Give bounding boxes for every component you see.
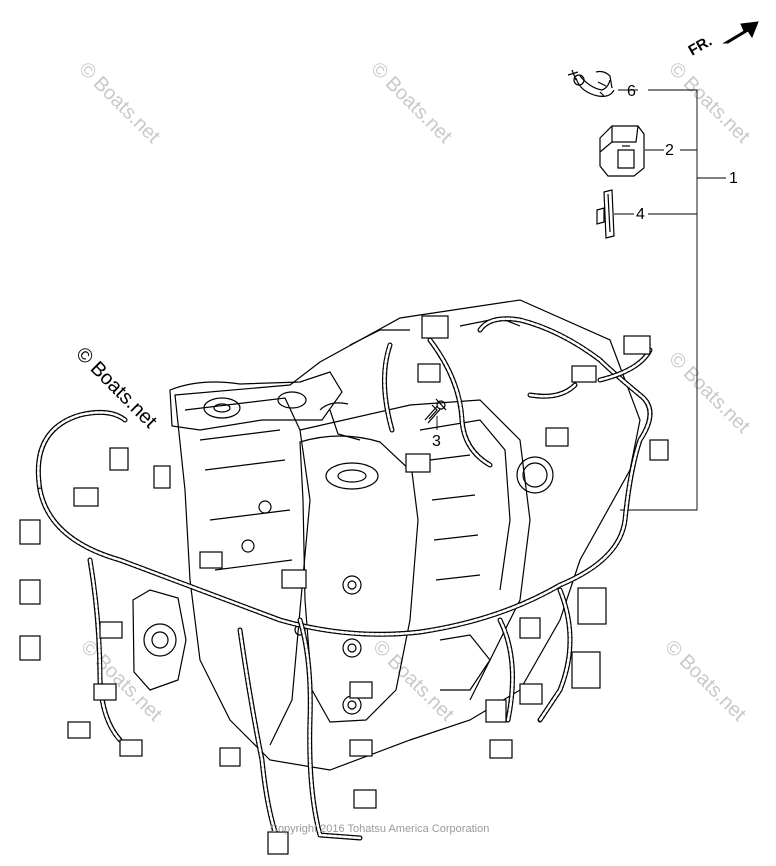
connector [93, 683, 117, 701]
callout-4[interactable]: 4 [636, 206, 645, 223]
part-2-connector-cover[interactable] [599, 125, 645, 177]
connector [219, 747, 241, 767]
callouts: 6 2 4 1 3 [432, 83, 738, 450]
connector [485, 699, 507, 723]
leader-lines [436, 89, 726, 511]
connector [349, 739, 373, 757]
connector [421, 315, 449, 339]
callout-3[interactable]: 3 [432, 433, 441, 450]
callout-6[interactable]: 6 [627, 83, 636, 100]
engine-block [132, 299, 641, 771]
connector [623, 335, 651, 355]
watermark: © Boats.net [76, 636, 166, 726]
connector [119, 739, 143, 757]
connector [519, 617, 541, 639]
connector [19, 519, 41, 545]
connector [67, 721, 91, 739]
connector [199, 551, 223, 569]
connector [545, 427, 569, 447]
connector [267, 831, 289, 855]
front-arrow-icon [722, 21, 759, 44]
connector [571, 651, 601, 689]
connector [489, 739, 513, 759]
connector [349, 681, 373, 699]
harness-connectors [19, 315, 669, 855]
connector [153, 465, 171, 489]
callout-2[interactable]: 2 [665, 142, 674, 159]
connector [109, 447, 129, 471]
connector [571, 365, 597, 383]
connector [281, 569, 307, 589]
watermark: © Boats.net [664, 348, 754, 438]
watermark: © Boats.net [664, 58, 754, 148]
connector [353, 789, 377, 809]
callout-1[interactable]: 1 [729, 170, 738, 187]
connector [99, 621, 123, 639]
part-6-sensor[interactable] [567, 69, 615, 97]
wire-harness[interactable] [35, 316, 653, 853]
connector [73, 487, 99, 507]
connector [577, 587, 607, 625]
watermarks: © Boats.net © Boats.net © Boats.net © Bo… [71, 58, 754, 726]
watermark: © Boats.net [660, 636, 750, 726]
watermark: © Boats.net [366, 58, 456, 148]
connector [19, 579, 41, 605]
watermark: © Boats.net [74, 58, 164, 148]
watermark: © Boats.net [368, 636, 458, 726]
front-direction-indicator: FR. [686, 21, 759, 60]
connector [649, 439, 669, 461]
part-4-clip[interactable] [596, 189, 615, 239]
connector [405, 453, 431, 473]
connector [519, 683, 543, 705]
front-label: FR. [686, 33, 715, 60]
connector [417, 363, 441, 383]
copyright-notice: Copyright 2016 Tohatsu America Corporati… [270, 823, 489, 835]
watermark-foreground: © Boats.net [71, 343, 161, 433]
connector [19, 635, 41, 661]
